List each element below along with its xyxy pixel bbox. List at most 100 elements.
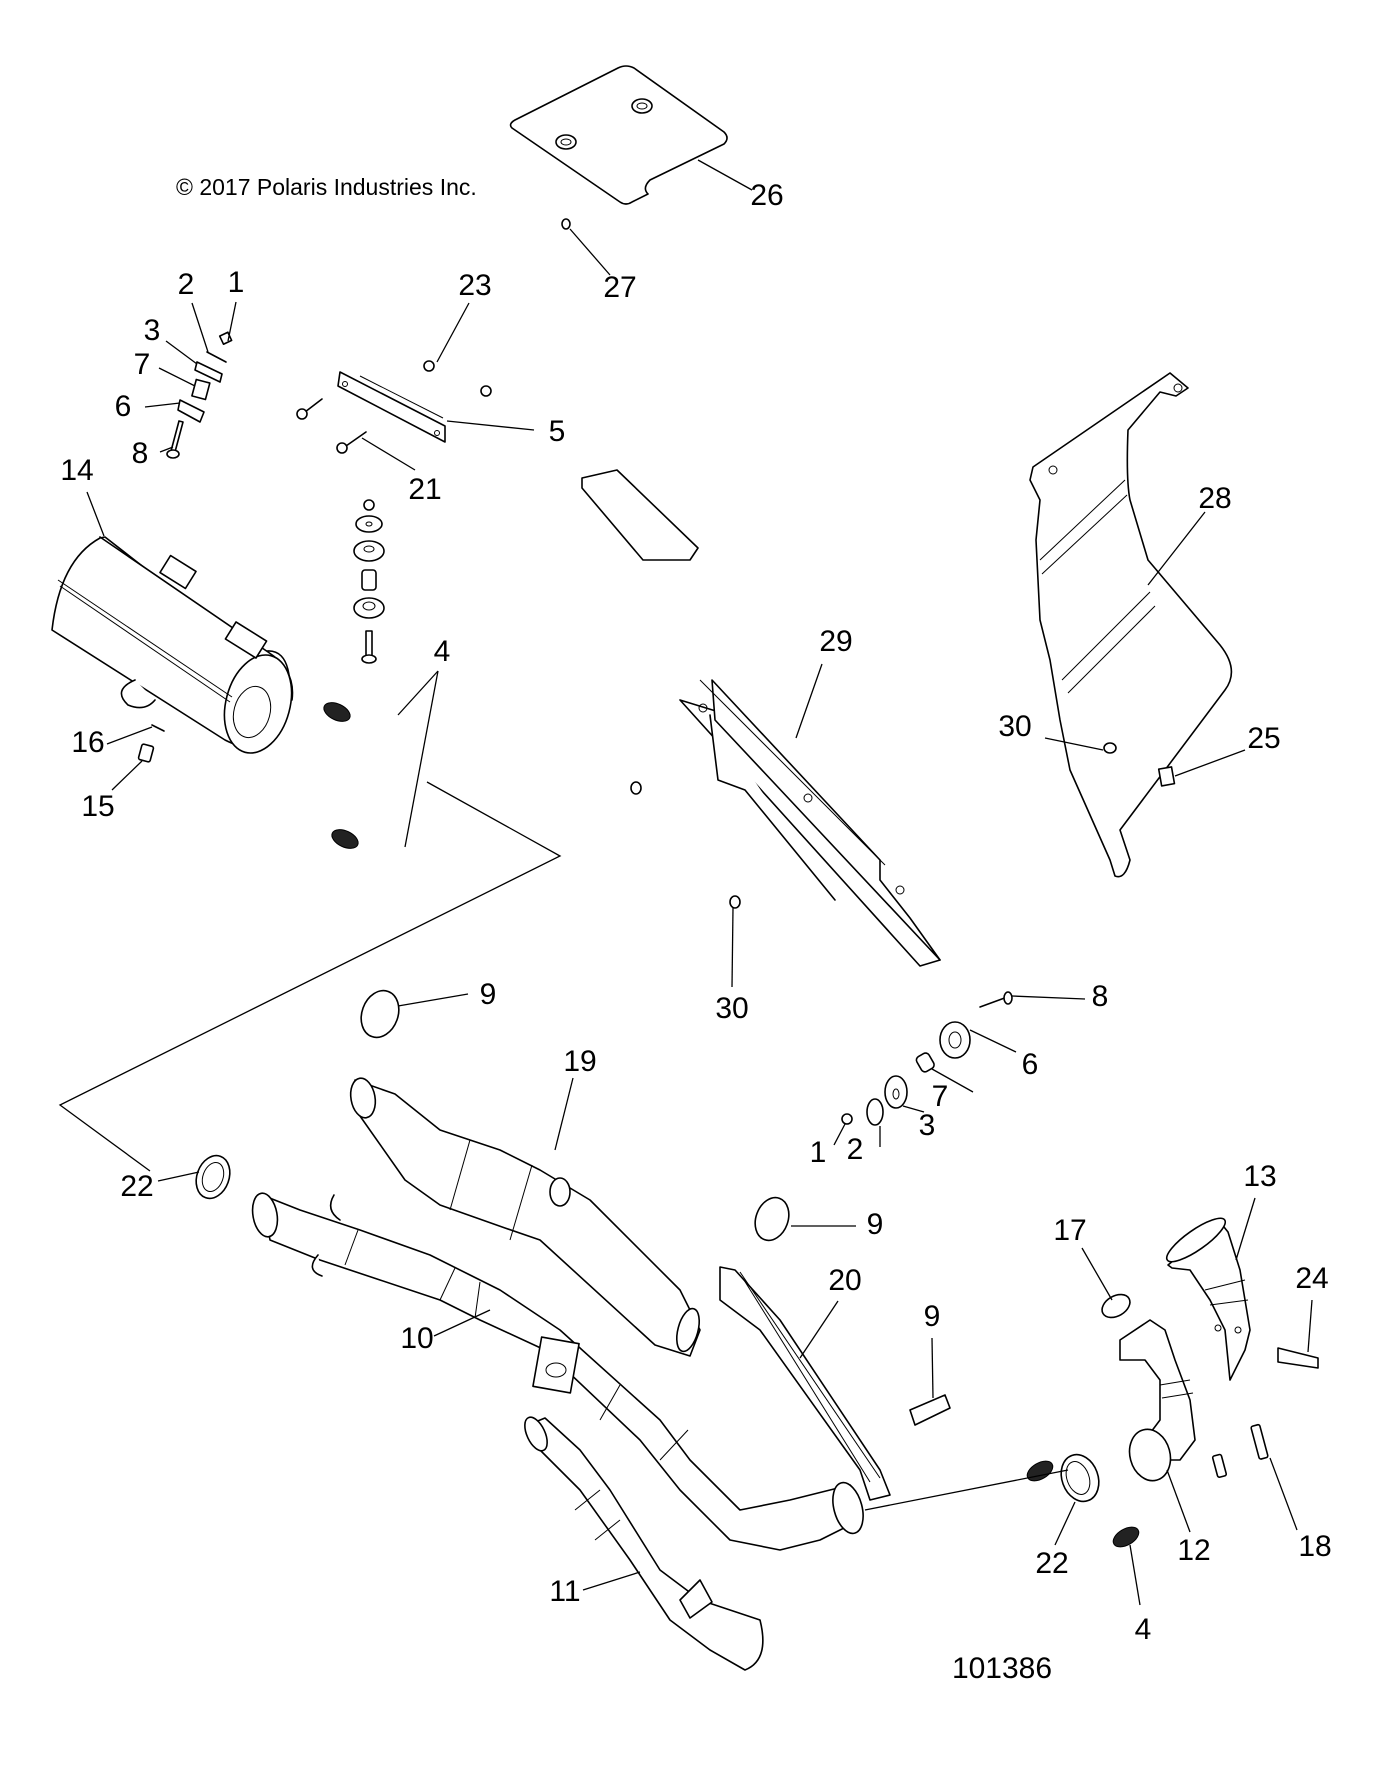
callout-6-upper: 6 <box>115 390 132 423</box>
callout-23: 23 <box>458 269 491 302</box>
callout-5: 5 <box>549 415 566 448</box>
muffler-mount-stack[interactable] <box>353 499 385 664</box>
part-13-head-pipe[interactable] <box>1162 1212 1251 1381</box>
leader-16 <box>106 726 153 745</box>
part-6-grommet-upper[interactable] <box>177 399 205 423</box>
callout-8-upper: 8 <box>132 437 149 470</box>
part-2-washer-lower[interactable] <box>866 1098 884 1126</box>
part-27-screw[interactable] <box>561 218 571 230</box>
figure-number: 101386 <box>952 1652 1052 1685</box>
part-29-heat-shield[interactable] <box>581 469 941 967</box>
leader-22a <box>157 1171 200 1182</box>
part-3-grommet-lower[interactable] <box>884 1075 908 1109</box>
leader-4a-1 <box>397 670 439 716</box>
callout-2-upper: 2 <box>178 268 195 301</box>
callout-21: 21 <box>408 473 441 506</box>
leader-20 <box>799 1300 839 1359</box>
leader-4b <box>1129 1544 1141 1606</box>
part-7-bushing-lower[interactable] <box>915 1052 936 1074</box>
leader-17 <box>1081 1247 1113 1301</box>
part-11-tailpipe[interactable] <box>520 1414 764 1671</box>
callout-26: 26 <box>750 179 783 212</box>
callout-4-upper: 4 <box>434 635 451 668</box>
part-30-screw-right[interactable] <box>1103 742 1117 754</box>
part-21-bolt-right[interactable] <box>336 431 367 454</box>
part-24-clamp[interactable] <box>1277 1347 1319 1369</box>
leader-2a <box>191 302 209 353</box>
part-9-clamp-upper[interactable] <box>355 985 405 1042</box>
leader-28 <box>1147 511 1206 586</box>
callout-4-lower: 4 <box>1135 1613 1152 1646</box>
leader-5 <box>446 420 535 431</box>
part-16-washer[interactable] <box>151 724 165 732</box>
callout-12: 12 <box>1177 1534 1210 1567</box>
callout-17: 17 <box>1053 1214 1086 1247</box>
part-17-gasket[interactable] <box>1098 1290 1134 1322</box>
leader-30b <box>1044 737 1104 751</box>
part-28-heat-shield[interactable] <box>1029 372 1233 878</box>
callout-14: 14 <box>60 454 93 487</box>
leader-3b <box>902 1105 925 1113</box>
part-25-nut[interactable] <box>1157 766 1176 787</box>
leader-8b <box>1011 995 1086 1000</box>
part-30-screw-left-a[interactable] <box>630 781 642 795</box>
leader-24 <box>1307 1299 1313 1353</box>
leader-7b <box>931 1068 974 1093</box>
part-9-clamp-mid[interactable] <box>749 1193 794 1245</box>
callout-22-upper: 22 <box>120 1170 153 1203</box>
callout-24: 24 <box>1295 1262 1328 1295</box>
part-23-nut-a[interactable] <box>423 360 435 372</box>
callout-27: 27 <box>603 271 636 304</box>
part-2-washer-upper[interactable] <box>206 351 227 363</box>
part-19-pipe[interactable] <box>348 1076 704 1357</box>
callout-3-lower: 3 <box>919 1109 936 1142</box>
part-21-bolt-left[interactable] <box>296 398 323 420</box>
callout-9-lower: 9 <box>924 1300 941 1333</box>
part-30-screw-left-b[interactable] <box>729 895 741 909</box>
leader-22b <box>1054 1501 1076 1546</box>
callout-30-right: 30 <box>998 710 1031 743</box>
part-9-clamp-lower[interactable] <box>909 1394 951 1426</box>
part-4-spring-lower-a[interactable] <box>1024 1457 1056 1485</box>
part-18-stud-b[interactable] <box>1250 1423 1269 1460</box>
leader-9a <box>397 993 469 1007</box>
part-7-bushing-upper[interactable] <box>191 378 211 401</box>
part-20-heat-shield[interactable] <box>719 1266 891 1501</box>
part-12-head-pipe[interactable] <box>1119 1319 1196 1485</box>
callout-15: 15 <box>81 790 114 823</box>
assembly-grouping-line <box>58 781 562 1172</box>
part-26-heat-shield-plate[interactable] <box>509 65 728 205</box>
part-5-bracket[interactable] <box>337 371 446 443</box>
part-3-grommet-upper[interactable] <box>194 361 223 383</box>
part-8-bolt-upper[interactable] <box>166 420 184 459</box>
part-4-spring-lower-b[interactable] <box>1110 1523 1142 1551</box>
callout-6-lower: 6 <box>1022 1048 1039 1081</box>
part-4-spring-upper-b[interactable] <box>329 826 361 852</box>
copyright-text: © 2017 Polaris Industries Inc. <box>176 174 477 200</box>
part-22-seal-upper[interactable] <box>190 1151 235 1203</box>
leader-9c <box>931 1337 934 1399</box>
leader-21 <box>361 437 416 471</box>
leader-11 <box>582 1571 641 1591</box>
part-10-exhaust-pipe[interactable] <box>249 1191 868 1551</box>
leader-1b <box>833 1123 846 1146</box>
leader-12 <box>1166 1469 1191 1533</box>
leader-26 <box>697 159 753 191</box>
leader-25 <box>1174 749 1246 777</box>
part-15-plug[interactable] <box>137 743 155 763</box>
part-18-stud-a[interactable] <box>1211 1453 1228 1479</box>
leader-14 <box>86 491 105 537</box>
part-6-grommet-lower[interactable] <box>939 1021 971 1059</box>
leader-13 <box>1235 1197 1256 1261</box>
part-4-spring-upper-a[interactable] <box>321 699 353 725</box>
callout-1-lower: 1 <box>810 1136 827 1169</box>
part-1-nut-lower[interactable] <box>841 1113 853 1125</box>
leader-27 <box>569 228 611 276</box>
part-14-muffler[interactable] <box>51 536 302 761</box>
callout-3-upper: 3 <box>144 314 161 347</box>
part-22-seal-lower[interactable] <box>1055 1449 1105 1506</box>
callout-20: 20 <box>828 1264 861 1297</box>
callout-9-upper: 9 <box>480 978 497 1011</box>
part-23-nut-b[interactable] <box>480 385 492 397</box>
part-8-bolt-lower[interactable] <box>979 991 1013 1008</box>
